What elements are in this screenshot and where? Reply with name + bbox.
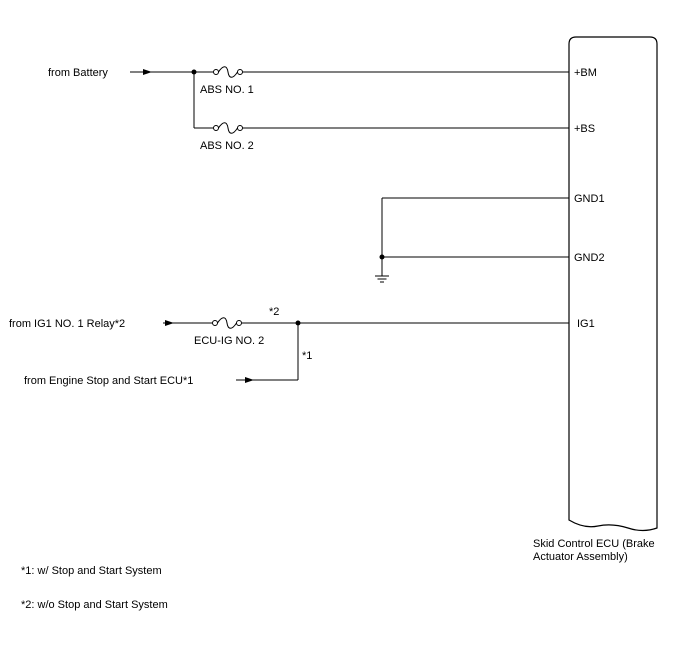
ecu-name-line2: Actuator Assembly): [533, 551, 628, 563]
ecu-ig2-fuse-label: ECU-IG NO. 2: [194, 335, 264, 347]
skid-control-ecu-box: [568, 36, 658, 532]
ground-junction: [379, 254, 385, 260]
terminal-bs-label: +BS: [574, 123, 595, 135]
abs2-fuse-label: ABS NO. 2: [200, 140, 254, 152]
from-ig1-relay-label: from IG1 NO. 1 Relay*2: [9, 318, 125, 330]
marker-1-label: *1: [302, 350, 312, 362]
fuse-abs1: [213, 66, 243, 78]
from-battery-label: from Battery: [48, 67, 108, 79]
battery-arrow: [143, 69, 152, 75]
terminal-gnd2-label: GND2: [574, 252, 605, 264]
fuse-abs2: [213, 122, 243, 134]
abs1-fuse-label: ABS NO. 1: [200, 84, 254, 96]
ig1-relay-arrow: [165, 320, 174, 326]
ecu-name-line1: Skid Control ECU (Brake: [533, 538, 655, 550]
ecu-name-label: Skid Control ECU (Brake Actuator Assembl…: [533, 538, 683, 564]
footnote-1: *1: w/ Stop and Start System: [21, 565, 162, 577]
engine-ecu-arrow: [245, 377, 254, 383]
terminal-ig1-label: IG1: [577, 318, 595, 330]
terminal-gnd1-label: GND1: [574, 193, 605, 205]
terminal-bm-label: +BM: [574, 67, 597, 79]
fuse-ecu-ig2: [212, 317, 242, 329]
from-engine-ecu-label: from Engine Stop and Start ECU*1: [24, 375, 193, 387]
ground-symbol: [375, 275, 389, 283]
footnote-2: *2: w/o Stop and Start System: [21, 599, 168, 611]
marker-2-label: *2: [269, 306, 279, 318]
